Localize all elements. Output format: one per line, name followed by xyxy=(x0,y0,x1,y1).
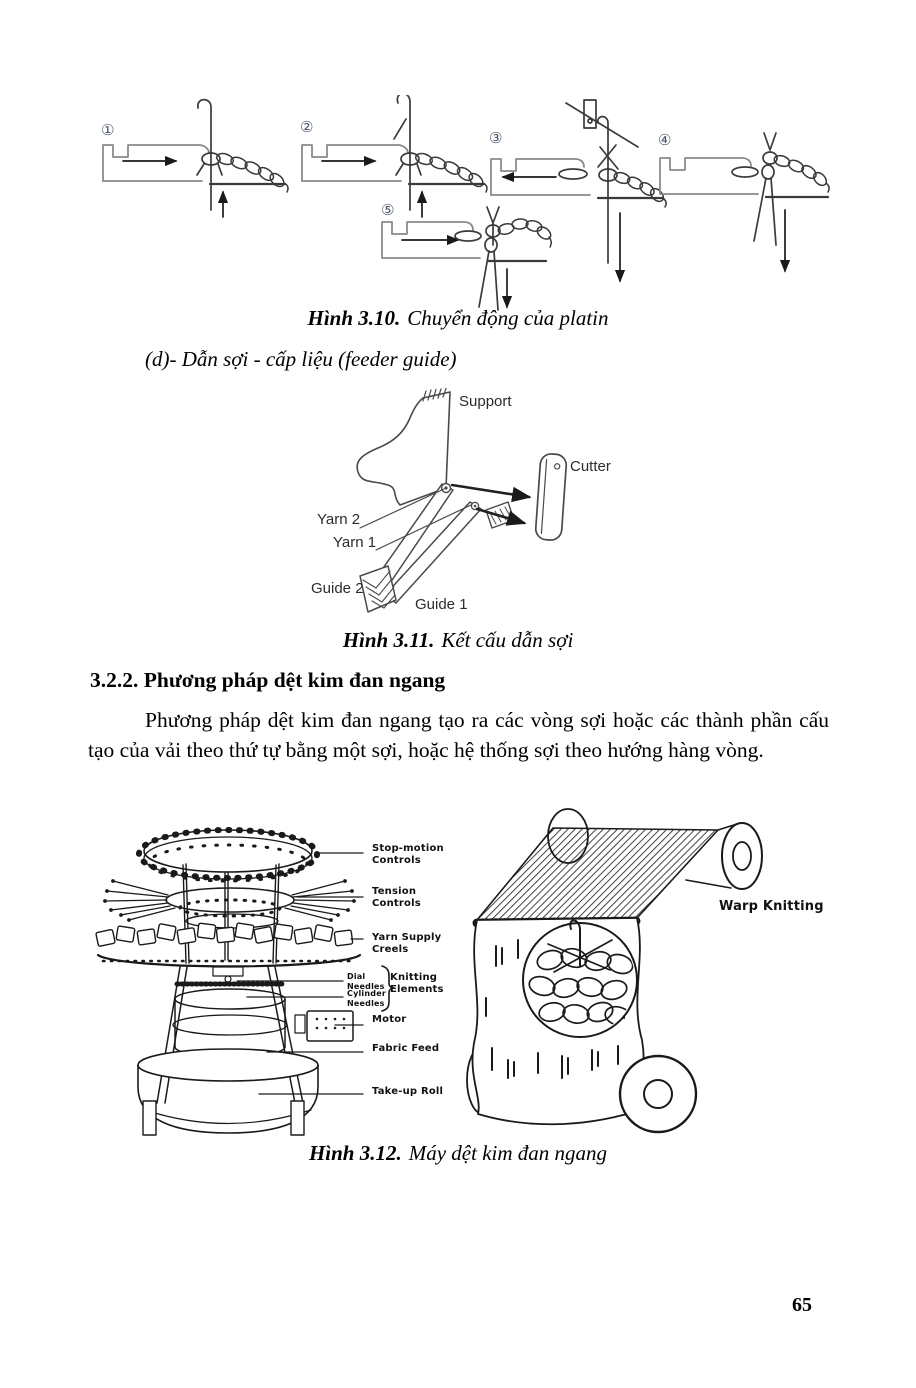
figure-3-10-caption: Hình 3.10.Chuyển động của platin xyxy=(0,306,916,331)
figure-3-11-diagram xyxy=(356,388,568,613)
platin-step-number-2: ② xyxy=(300,118,314,136)
label-dial-needles: Dial Needles xyxy=(347,972,385,991)
label-yarn-1: Yarn 1 xyxy=(333,534,377,551)
label-guide-1: Guide 1 xyxy=(415,596,468,613)
label-yarn-supply-creels: Yarn Supply Creels xyxy=(372,932,442,955)
figure-3-11-caption-label: Hình 3.11. xyxy=(342,628,435,652)
figure-3-12-circular-machine xyxy=(95,827,395,1136)
label-cylinder-needles: Cylinder Needles xyxy=(347,989,386,1008)
platin-step-number-5: ⑤ xyxy=(381,201,395,219)
label-warp-knitting: Warp Knitting xyxy=(719,899,824,914)
label-tension-controls: Tension Controls xyxy=(372,886,421,909)
label-fabric-feed: Fabric Feed xyxy=(372,1043,440,1054)
label-take-up-roll: Take-up Roll xyxy=(372,1086,444,1097)
figure-3-10-diagram xyxy=(102,95,830,311)
label-support: Support xyxy=(459,393,512,410)
label-guide-2: Guide 2 xyxy=(311,580,364,597)
platin-step-number-3: ③ xyxy=(489,129,503,147)
figure-3-11-caption: Hình 3.11.Kết cấu dẫn sợi xyxy=(0,628,916,653)
platin-step-number-1: ① xyxy=(101,121,115,139)
figure-3-12-caption-label: Hình 3.12. xyxy=(308,1141,402,1165)
figure-3-12-warp-knitting xyxy=(466,808,763,1134)
label-stop-motion-controls: Stop-motion Controls xyxy=(372,843,444,866)
page-number: 65 xyxy=(792,1294,812,1316)
label-yarn-2: Yarn 2 xyxy=(317,511,361,528)
figure-3-11-caption-title: Kết cấu dẫn sợi xyxy=(441,628,574,652)
platin-step-number-4: ④ xyxy=(658,131,672,149)
section-paragraph: Phương pháp dệt kim đan ngang tạo ra các… xyxy=(88,708,829,762)
label-knitting-elements: Knitting Elements xyxy=(390,972,444,995)
section-heading: 3.2.2. Phương pháp dệt kim đan ngang xyxy=(90,668,446,692)
label-motor: Motor xyxy=(372,1014,407,1025)
figure-3-12-caption: Hình 3.12.Máy dệt kim đan ngang xyxy=(0,1141,916,1166)
label-cutter: Cutter xyxy=(570,458,611,475)
figure-3-12-caption-title: Máy dệt kim đan ngang xyxy=(408,1141,608,1165)
figure-3-10-caption-label: Hình 3.10. xyxy=(307,306,401,330)
figure-3-10-caption-title: Chuyển động của platin xyxy=(407,306,609,330)
list-item-d: (d)- Dẫn sợi - cấp liệu (feeder guide) xyxy=(145,347,457,371)
